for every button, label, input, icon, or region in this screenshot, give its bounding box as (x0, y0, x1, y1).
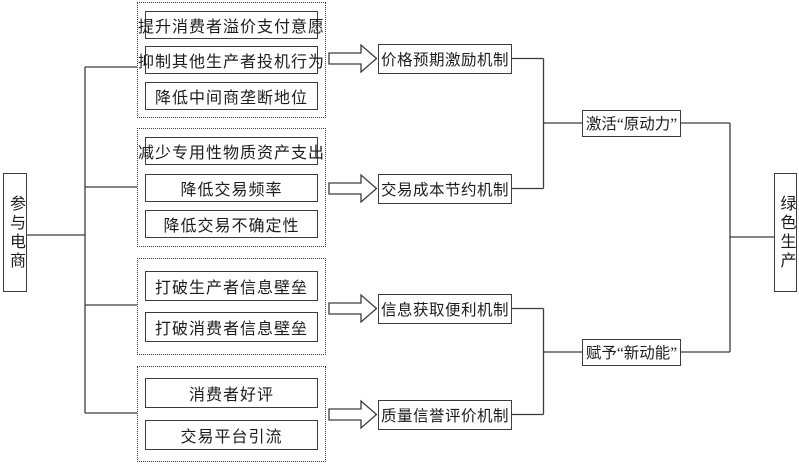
connector-outcomes-right (681, 122, 774, 353)
arrow-right-icon (328, 43, 378, 74)
group-item: 降低交易频率 (145, 173, 318, 202)
group-price-effects: 提升消费者溢价支付意愿 抑制其他生产者投机行为 降低中间商垄断地位 (137, 2, 326, 118)
group-transaction-cost: 减少专用性物质资产支出 降低交易频率 降低交易不确定性 (137, 128, 326, 247)
group-item: 降低交易不确定性 (145, 209, 318, 238)
group-item: 降低中间商垄断地位 (145, 81, 318, 110)
group-item: 打破生产者信息壁垒 (145, 270, 318, 301)
outcome-activate-original-power: 激活“原动力” (582, 109, 681, 137)
arrow-right-icon (328, 293, 378, 324)
group-information-barriers: 打破生产者信息壁垒 打破消费者信息壁垒 (137, 258, 326, 355)
group-item: 减少专用性物质资产支出 (138, 137, 324, 166)
group-item: 提升消费者溢价支付意愿 (138, 10, 324, 39)
group-item: 抑制其他生产者投机行为 (138, 46, 324, 74)
mechanism-quality-reputation: 质量信誉评价机制 (378, 399, 512, 430)
node-green-production: 绿色生产 (774, 173, 797, 292)
group-reputation: 消费者好评 交易平台引流 (137, 366, 326, 462)
node-participate-ecommerce: 参与电商 (3, 173, 27, 292)
outcome-endow-new-momentum: 赋予“新动能” (582, 338, 681, 366)
connector-bracket-1 (512, 57, 582, 190)
arrow-right-icon (328, 173, 378, 204)
connector-bracket-2 (512, 307, 582, 416)
mechanism-information-access: 信息获取便利机制 (378, 293, 512, 324)
group-item: 打破消费者信息壁垒 (145, 312, 318, 343)
group-item: 交易平台引流 (145, 419, 318, 450)
mechanism-transaction-cost-saving: 交易成本节约机制 (378, 173, 512, 204)
mechanism-price-expectation: 价格预期激励机制 (378, 43, 512, 74)
arrow-right-icon (328, 399, 378, 430)
group-item: 消费者好评 (145, 378, 318, 409)
